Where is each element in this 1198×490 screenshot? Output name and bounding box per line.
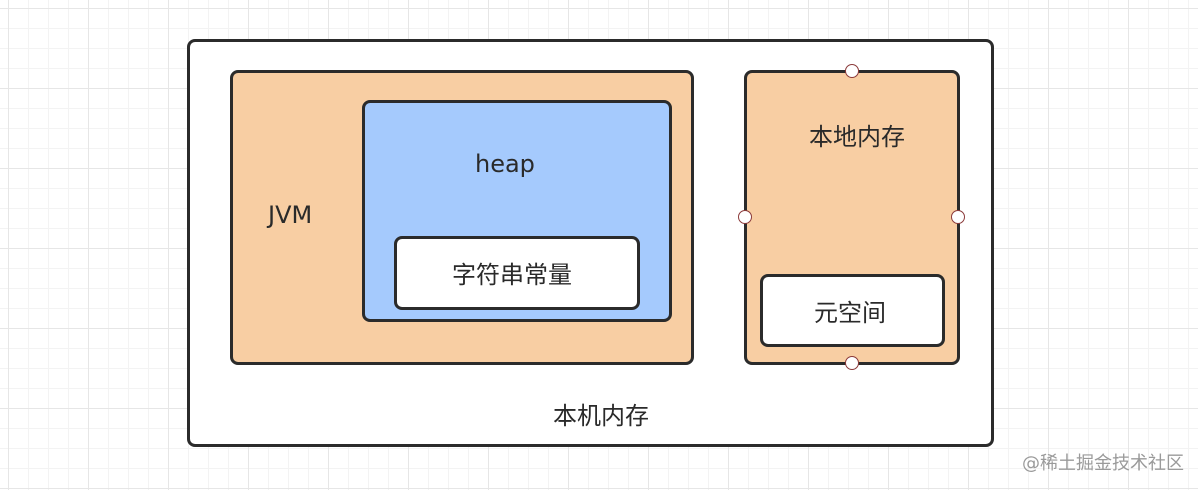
string-pool-label: 字符串常量 (452, 261, 572, 289)
jvm-label: JVM (268, 201, 313, 229)
resize-handle-bottom[interactable] (845, 356, 859, 370)
resize-handle-top[interactable] (845, 64, 859, 78)
metaspace-label: 元空间 (814, 299, 886, 327)
resize-handle-right[interactable] (951, 210, 965, 224)
heap-label: heap (475, 150, 535, 178)
machine-memory-label: 本机内存 (553, 402, 649, 430)
string-pool-box (394, 236, 640, 310)
metaspace-box (760, 274, 945, 347)
resize-handle-left[interactable] (738, 210, 752, 224)
native-memory-label: 本地内存 (809, 123, 905, 151)
watermark: @稀土掘金技术社区 (1022, 453, 1184, 474)
